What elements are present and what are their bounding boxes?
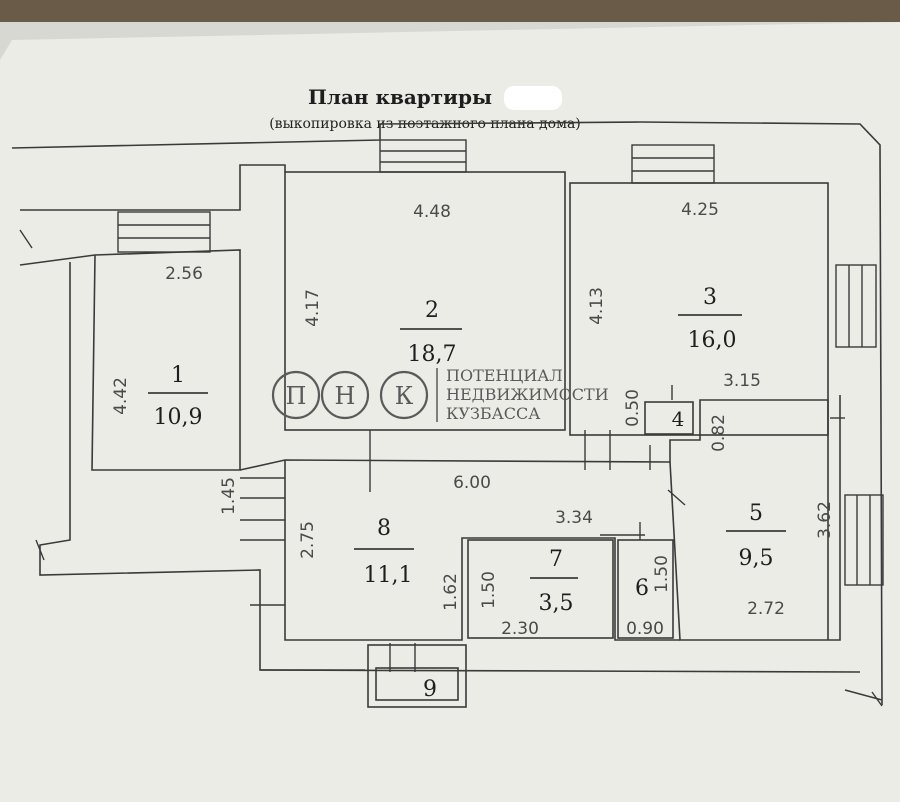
room-6-number: 6 [635,576,649,601]
dim-room8-height: 2.75 [298,521,318,559]
room-2-area: 18,7 [408,342,457,367]
dim-room6-height: 1.50 [652,555,672,593]
room-7-number: 7 [549,547,563,572]
dim-room5-width: 2.72 [747,599,785,619]
watermark-circle-1 [271,370,321,420]
dim-room4-side: 0.82 [709,414,729,452]
window-room-2 [379,139,467,173]
watermark-letter-3: К [395,382,414,410]
watermark-letter-1: П [286,382,307,410]
dimension-labels: 2.56 4.42 4.48 4.17 4.25 4.13 3.15 0.50 … [111,200,835,639]
room-7-area: 3,5 [539,591,574,616]
dim-room2-width: 4.48 [413,202,451,222]
dim-room8-inner: 1.62 [441,573,461,611]
room-8-number: 8 [377,516,391,541]
room-7-outline [467,539,614,639]
room-8-area: 11,1 [364,563,413,588]
window-room-3-side [835,264,877,348]
room-4-number: 4 [672,407,685,431]
room-1-area: 10,9 [154,405,203,430]
room-3-number: 3 [703,285,717,310]
watermark-line-2: НЕДВИЖИМОСТИ [446,385,609,404]
room-5-number: 5 [749,501,763,526]
room-5-outline [669,395,841,641]
room-2-number: 2 [425,298,439,323]
dim-room3-lower-width: 3.15 [723,371,761,391]
dim-room8-width: 6.00 [453,473,491,493]
room-9-number: 9 [423,677,437,702]
window-room-3 [631,144,715,184]
watermark-letter-2: Н [335,382,356,410]
watermark-circle-2 [320,370,370,420]
plan-title: План квартиры [308,85,492,109]
dim-room2-height: 4.17 [303,289,323,327]
watermark-circle-3 [379,370,429,420]
room-5-area: 9,5 [739,546,774,571]
dim-room3-width: 4.25 [681,200,719,220]
dim-room7-height: 1.50 [479,571,499,609]
room-9-outline [367,644,467,708]
window-room-5 [844,494,884,586]
paper-sheet [0,22,900,802]
room-8-outline [284,460,680,641]
dim-corridor-left: 1.45 [219,477,239,515]
dim-room1-width: 2.56 [165,264,203,284]
watermark-logo: П Н К ПОТЕНЦИАЛ НЕДВИЖИМОСТИ КУЗБАССА [271,366,609,423]
window-room-1 [117,211,211,253]
dim-room1-height: 4.42 [111,377,131,415]
dim-room6-width: 0.90 [626,619,664,639]
dim-room4-height: 0.50 [623,389,643,427]
background-top [0,0,900,22]
watermark-line-3: КУЗБАССА [446,404,540,423]
watermark-line-1: ПОТЕНЦИАЛ [446,366,563,385]
hall-outline [239,399,829,640]
dim-room3-height: 4.13 [587,287,607,325]
door-marks [19,229,883,707]
title-redaction [504,86,562,110]
dim-room7-width: 2.30 [501,619,539,639]
room-6-outline [617,539,674,639]
room-1-number: 1 [171,363,185,388]
dim-room7-top: 3.34 [555,508,593,528]
room-3-area: 16,0 [688,328,737,353]
dim-room5-height: 3.62 [815,501,835,539]
room-labels: 1 10,9 2 18,7 3 16,0 4 5 9,5 6 7 3,5 8 1… [148,285,786,702]
windows [117,139,884,586]
room-4-outline [644,401,694,435]
